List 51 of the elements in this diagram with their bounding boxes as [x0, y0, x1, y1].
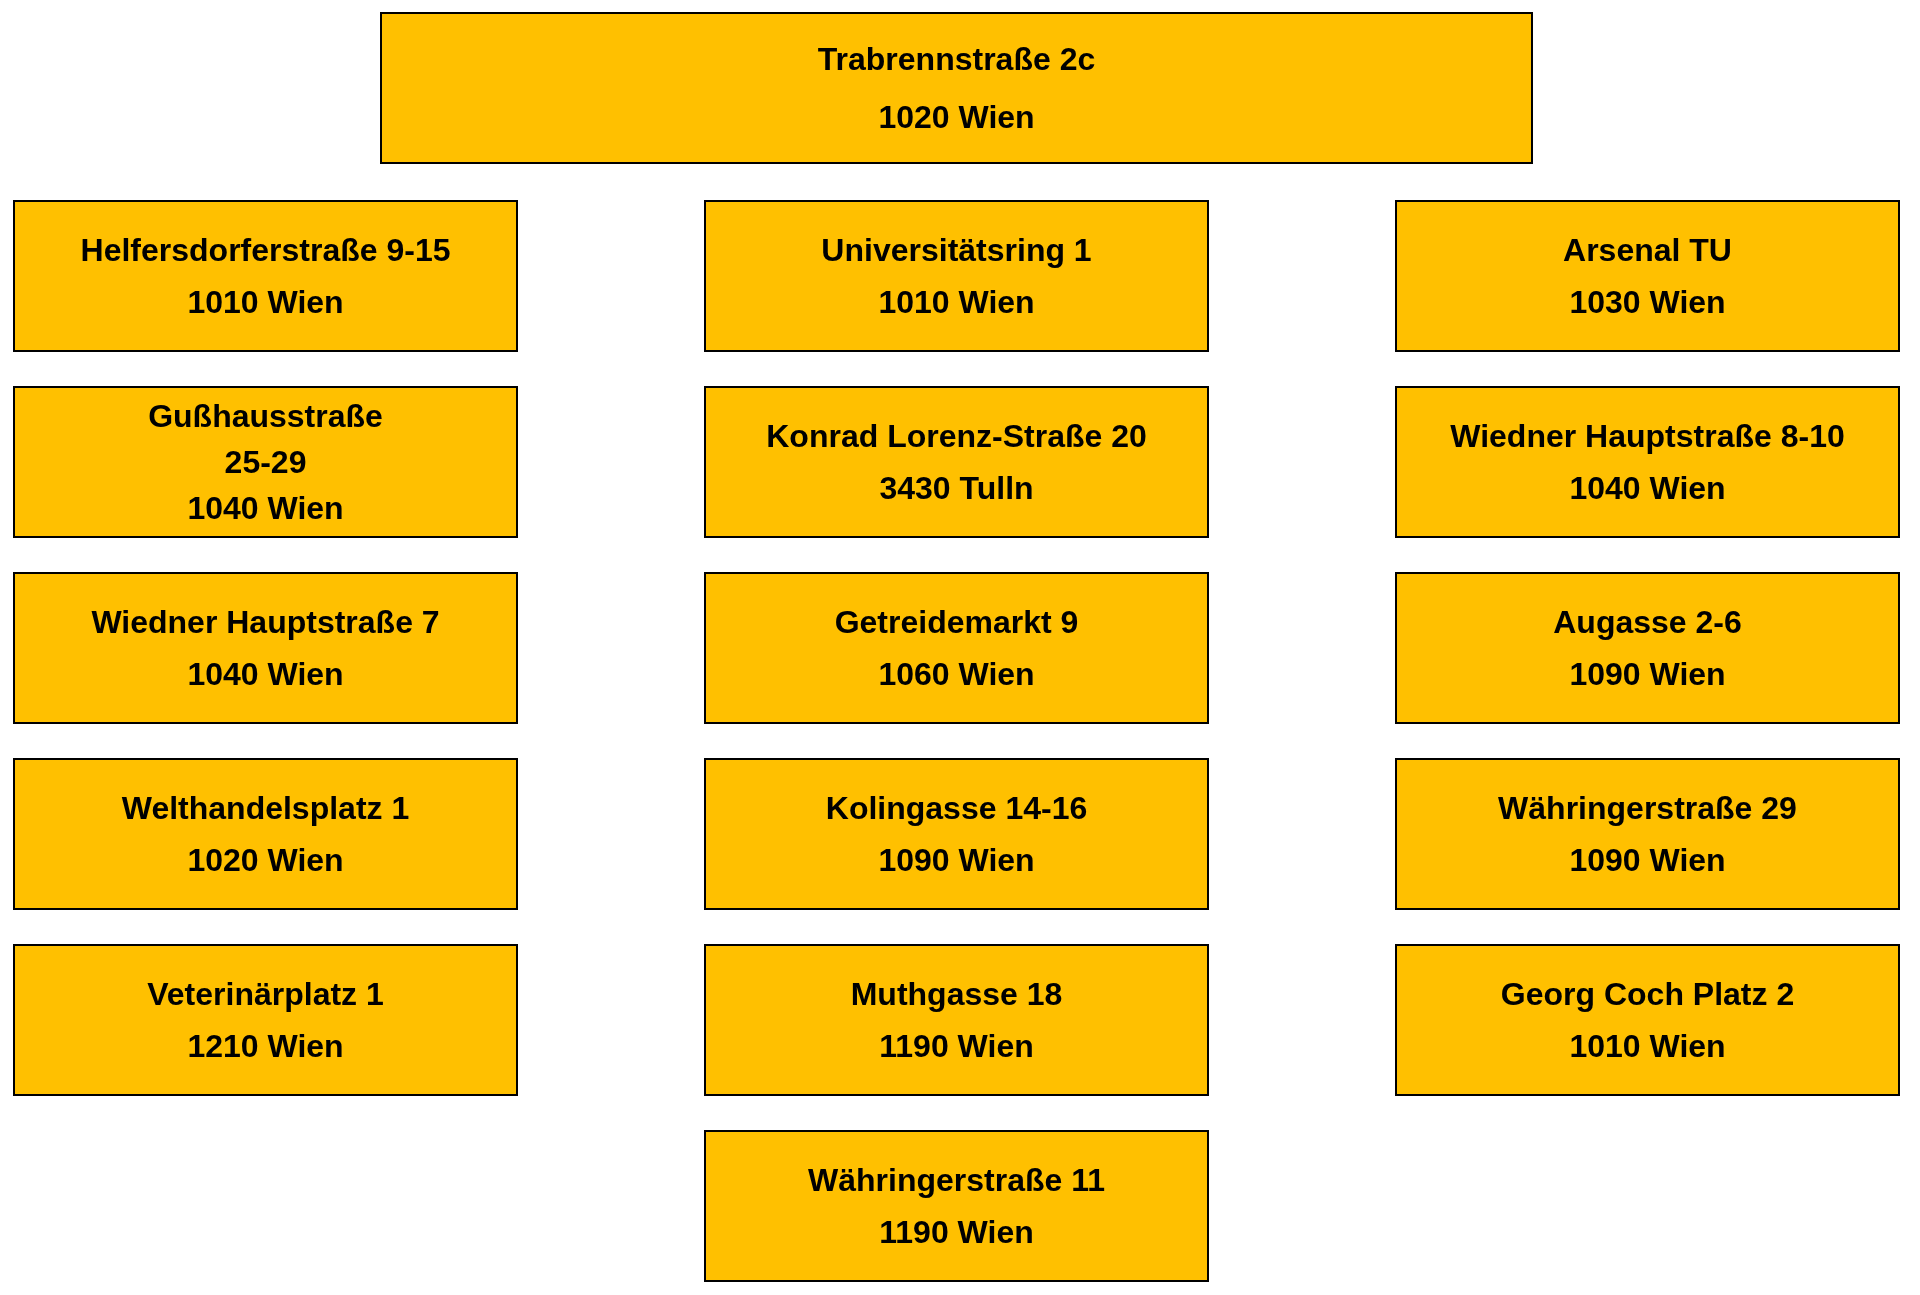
address-box: [1395, 386, 1900, 538]
street-address: Arsenal TU: [1563, 231, 1732, 270]
address-box: [13, 944, 518, 1096]
street-address: Wiedner Hauptstraße 8-10: [1450, 417, 1845, 456]
address-box: [13, 572, 518, 724]
street-address: Konrad Lorenz-Straße 20: [766, 417, 1147, 456]
street-address: Währingerstraße 29: [1498, 789, 1797, 828]
street-address: Währingerstraße 11: [808, 1161, 1105, 1200]
postal-city: 1090 Wien: [1569, 655, 1726, 694]
postal-city: 1010 Wien: [187, 283, 344, 322]
postal-city: 1090 Wien: [1569, 841, 1726, 880]
address-box: [704, 1130, 1209, 1282]
address-box: [1395, 944, 1900, 1096]
postal-city: 1040 Wien: [1569, 469, 1726, 508]
address-box: [380, 12, 1533, 164]
street-address: Universitätsring 1: [821, 231, 1092, 270]
address-box: [704, 386, 1209, 538]
address-box: [13, 758, 518, 910]
postal-city: 1010 Wien: [1569, 1027, 1726, 1066]
address-box: [704, 944, 1209, 1096]
address-box: [704, 572, 1209, 724]
address-box: [13, 200, 518, 352]
street-address: Augasse 2-6: [1553, 603, 1742, 642]
address-box: [13, 386, 518, 538]
street-address: Muthgasse 18: [850, 975, 1063, 1014]
postal-city: 1060 Wien: [878, 655, 1035, 694]
street-address: Welthandelsplatz 1: [121, 789, 410, 828]
postal-city: 1190 Wien: [879, 1213, 1034, 1252]
postal-city: 1040 Wien: [187, 489, 344, 528]
address-box: [1395, 758, 1900, 910]
street-address: Gußhausstraße 25-29: [147, 397, 384, 482]
street-address: Veterinärplatz 1: [147, 975, 384, 1014]
postal-city: 3430 Tulln: [879, 469, 1034, 508]
postal-city: 1020 Wien: [187, 841, 344, 880]
street-address: Wiedner Hauptstraße 7: [91, 603, 440, 642]
address-box: [1395, 200, 1900, 352]
address-box: [1395, 572, 1900, 724]
street-address: Trabrennstraße 2c: [817, 40, 1096, 79]
address-box: [704, 758, 1209, 910]
postal-city: 1190 Wien: [879, 1027, 1034, 1066]
street-address: Helfersdorferstraße 9-15: [80, 231, 451, 270]
postal-city: 1010 Wien: [878, 283, 1035, 322]
address-box: [704, 200, 1209, 352]
postal-city: 1030 Wien: [1569, 283, 1726, 322]
postal-city: 1020 Wien: [878, 98, 1035, 137]
street-address: Kolingasse 14-16: [825, 789, 1088, 828]
postal-city: 1040 Wien: [187, 655, 344, 694]
postal-city: 1210 Wien: [187, 1027, 344, 1066]
postal-city: 1090 Wien: [878, 841, 1035, 880]
street-address: Georg Coch Platz 2: [1500, 975, 1795, 1014]
street-address: Getreidemarkt 9: [834, 603, 1079, 642]
